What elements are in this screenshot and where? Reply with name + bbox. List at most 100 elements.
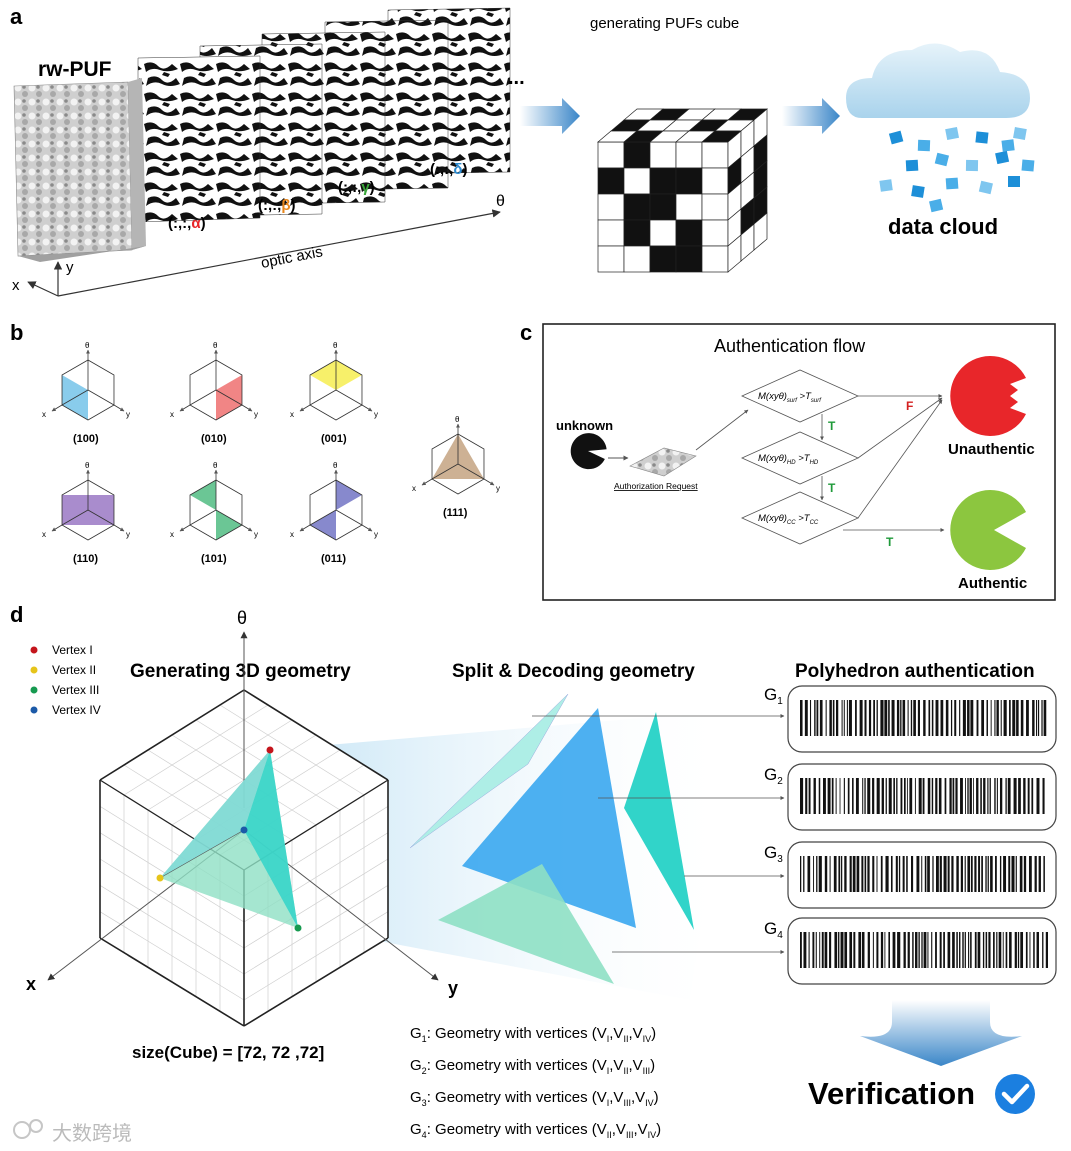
watermark-text: 大数跨境 <box>52 1121 132 1145</box>
plane-label: (101) <box>201 553 227 565</box>
plane-x-label: x <box>290 530 294 539</box>
miller-plane-7: θ x y (111) <box>412 415 500 519</box>
authentic-label: Authentic <box>958 575 1027 592</box>
plane-label: (011) <box>321 553 346 565</box>
plane-y-label: y <box>254 410 258 419</box>
plane-theta-label: θ <box>333 461 338 470</box>
legend-label-1: Vertex I <box>52 643 93 657</box>
data-squares <box>879 127 1034 212</box>
plane-x-label: x <box>412 484 416 493</box>
cube-size-label: size(Cube) = [72, 72 ,72] <box>132 1043 324 1062</box>
plane-theta-label: θ <box>85 341 90 350</box>
plane-y-label: y <box>374 530 378 539</box>
plane-theta-label: θ <box>333 341 338 350</box>
g2-label: G2 <box>764 765 783 787</box>
miller-plane-2: θxy(010) <box>170 341 258 445</box>
miller-plane-5: θxy(101) <box>170 461 258 565</box>
plane-y-label: y <box>126 410 130 419</box>
watermark-logo <box>14 1120 42 1138</box>
rw-puf-label: rw-PUF <box>38 58 112 81</box>
flow-arrow-1 <box>520 98 580 134</box>
vertex-3-dot <box>295 925 302 932</box>
plane-x-label: x <box>170 530 174 539</box>
geometry-item-1: G1: Geometry with vertices (VI,VII,VIV) <box>410 1025 656 1044</box>
d-y-label: y <box>448 978 458 998</box>
plane-label: (001) <box>321 433 347 445</box>
t-label-2: T <box>828 481 836 495</box>
g4-label: G4 <box>764 919 783 941</box>
flow-arrow-2 <box>782 98 840 134</box>
poly-auth-title: Polyhedron authentication <box>795 661 1035 682</box>
barcode-3 <box>788 842 1056 908</box>
miller-plane-6: θ x y (011) <box>290 461 378 565</box>
panel-b-letter: b <box>10 320 23 345</box>
g1-label: G1 <box>764 685 783 707</box>
plane-x-label: x <box>42 410 46 419</box>
legend-label-3: Vertex III <box>52 683 99 697</box>
t-label-1: T <box>828 419 836 433</box>
vertex-legend: Vertex I Vertex II Vertex III Vertex IV <box>31 643 101 717</box>
plane-theta-label: θ <box>455 415 460 424</box>
a-y-label: y <box>66 259 74 276</box>
theta-axis-label: θ <box>496 193 505 210</box>
plane-label: (111) <box>443 507 468 519</box>
puf-cube <box>598 109 767 272</box>
d-x-label: x <box>26 974 36 994</box>
legend-dot-1 <box>31 647 38 654</box>
legend-dot-2 <box>31 667 38 674</box>
barcode-1 <box>788 686 1056 752</box>
unauthentic-label: Unauthentic <box>948 441 1035 458</box>
legend-label-2: Vertex II <box>52 663 96 677</box>
geometry-item-2: G2: Geometry with vertices (VI,VII,VIII) <box>410 1057 655 1076</box>
legend-label-4: Vertex IV <box>52 703 101 717</box>
vertex-1-dot <box>267 747 274 754</box>
slices-ellipsis: ... <box>508 67 525 89</box>
plane-label: (100) <box>73 433 99 445</box>
plane-x-label: x <box>170 410 174 419</box>
geometry-item-3: G3: Geometry with vertices (VI,VIII,VIV) <box>410 1089 659 1108</box>
split-geometry-title: Split & Decoding geometry <box>452 661 695 682</box>
plane-label: (110) <box>73 553 98 565</box>
t-label-3: T <box>886 535 894 549</box>
vertex-4-dot <box>241 827 248 834</box>
miller-plane-1: θ x y (100) <box>42 341 130 445</box>
puf-slices <box>138 8 510 222</box>
plane-y-label: y <box>254 530 258 539</box>
panel-d-letter: d <box>10 602 23 627</box>
f-label: F <box>906 399 913 413</box>
rw-puf-block <box>14 78 146 262</box>
slice-label-beta: (:,:,β) <box>258 197 295 214</box>
geometry-list: G1: Geometry with vertices (VI,VII,VIV) … <box>410 1025 661 1140</box>
d-theta-label: θ <box>237 608 247 628</box>
barcodes <box>788 686 1056 984</box>
plane-y-label: y <box>374 410 378 419</box>
legend-dot-4 <box>31 707 38 714</box>
slice-label-gamma: (:,:,γ) <box>338 179 375 196</box>
miller-plane-3: θ x y (001) <box>290 341 378 445</box>
verification-arrow <box>860 1000 1022 1066</box>
miller-plane-4: θxy(110) <box>42 461 130 565</box>
plane-y-label: y <box>496 484 500 493</box>
plane-y-label: y <box>126 530 130 539</box>
plane-label: (010) <box>201 433 227 445</box>
plane-x-label: x <box>290 410 294 419</box>
gen-geometry-title: Generating 3D geometry <box>130 661 351 682</box>
optic-axis-label: optic axis <box>260 243 325 272</box>
plane-x-label: x <box>42 530 46 539</box>
g3-label: G3 <box>764 843 783 865</box>
data-cloud-label: data cloud <box>888 214 998 239</box>
slice-label-delta: (:,:,δ) <box>430 161 467 178</box>
a-x-label: x <box>12 277 20 294</box>
vertex-2-dot <box>157 875 164 882</box>
unknown-label: unknown <box>556 418 613 433</box>
legend-dot-3 <box>31 687 38 694</box>
panel-c-letter: c <box>520 320 532 345</box>
geometry-item-4: G4: Geometry with vertices (VII,VIII,VIV… <box>410 1121 661 1140</box>
check-icon <box>995 1074 1035 1114</box>
verification-label: Verification <box>808 1076 975 1111</box>
auth-flow-title: Authentication flow <box>714 336 866 356</box>
barcode-2 <box>788 764 1056 830</box>
auth-request-label: Authorization Request <box>614 481 698 491</box>
